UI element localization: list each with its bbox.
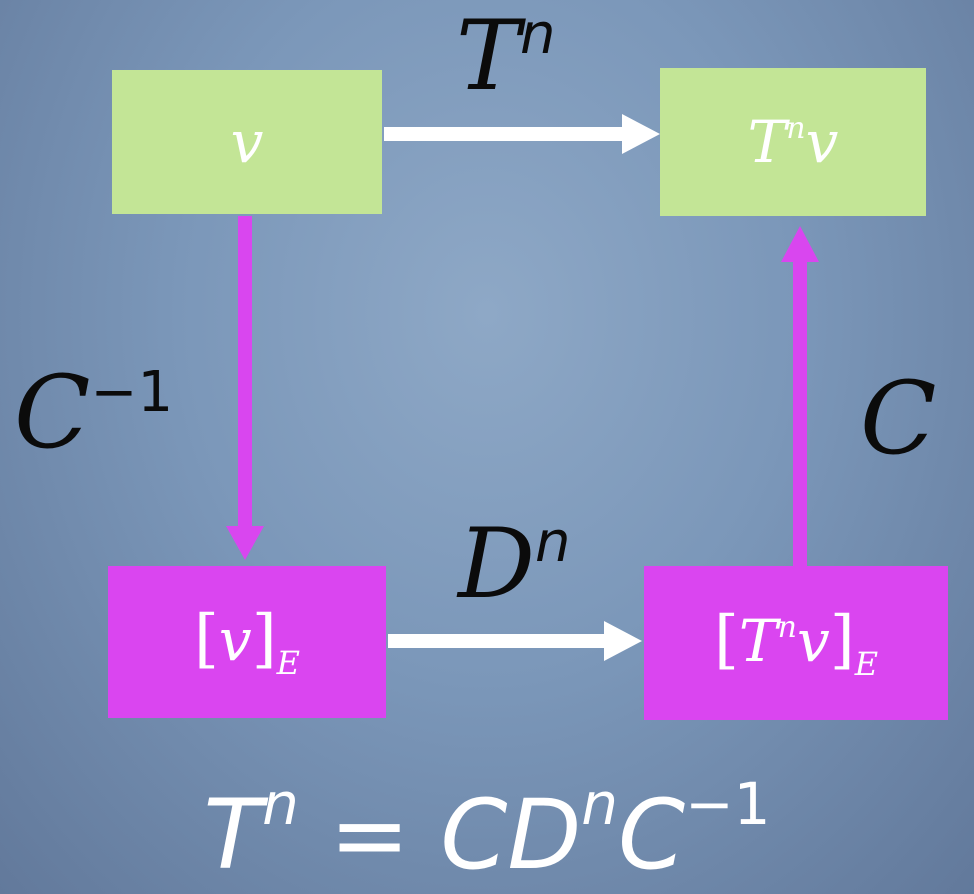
formula-t: T bbox=[203, 779, 263, 891]
node-tn-v-vector: v bbox=[805, 108, 839, 176]
formula-c-inverse-exponent: −1 bbox=[685, 770, 771, 838]
edge-label-right-base: C bbox=[860, 360, 937, 477]
formula-d-exponent: n bbox=[581, 770, 619, 838]
node-tn-v-e-base: T bbox=[738, 607, 778, 675]
node-v-e-subscript: E bbox=[276, 644, 301, 682]
node-tn-v-e-close-bracket: ] bbox=[829, 603, 855, 677]
formula-equals: = bbox=[298, 779, 441, 891]
node-v-e-open-bracket: [ bbox=[193, 602, 219, 676]
node-tn-v-e-subscript: E bbox=[854, 645, 879, 683]
edge-label-top-base: T bbox=[456, 0, 521, 112]
formula: Tn = CDnC−1 bbox=[0, 770, 974, 891]
formula-d: D bbox=[507, 779, 582, 891]
edge-label-bottom-base: D bbox=[458, 508, 535, 620]
node-tn-v-e-label: [Tnv]E bbox=[714, 603, 878, 683]
arrow-bottom-dn bbox=[388, 621, 642, 661]
node-v-e-label: [v]E bbox=[194, 602, 300, 682]
edge-label-bottom: Dn bbox=[458, 508, 570, 620]
formula-c: C bbox=[440, 779, 508, 891]
edge-label-right: C bbox=[860, 360, 937, 477]
node-tn-v-base: T bbox=[747, 108, 787, 176]
edge-label-left-base: C bbox=[14, 354, 91, 471]
arrow-top-tn bbox=[384, 114, 660, 154]
edge-label-top: Tn bbox=[456, 0, 556, 112]
node-v-e: [v]E bbox=[108, 566, 386, 718]
node-tn-v-label: Tnv bbox=[748, 108, 839, 176]
arrow-right-c bbox=[781, 226, 819, 568]
node-v-e-vector: v bbox=[218, 606, 252, 674]
node-v-e-close-bracket: ] bbox=[251, 602, 277, 676]
arrow-left-cinv bbox=[226, 216, 264, 560]
node-v: v bbox=[112, 70, 382, 214]
node-tn-v-e-exponent: n bbox=[777, 610, 797, 645]
edge-label-bottom-exponent: n bbox=[534, 510, 571, 575]
node-tn-v-e: [Tnv]E bbox=[644, 566, 948, 720]
edge-label-left-exponent: −1 bbox=[90, 360, 174, 425]
edge-label-top-exponent: n bbox=[520, 2, 556, 67]
node-tn-v: Tnv bbox=[660, 68, 926, 216]
node-tn-v-e-vector: v bbox=[796, 607, 830, 675]
edge-label-left: C−1 bbox=[14, 354, 173, 471]
node-tn-v-e-open-bracket: [ bbox=[713, 603, 739, 677]
node-tn-v-exponent: n bbox=[786, 111, 806, 146]
node-v-label: v bbox=[230, 108, 264, 176]
formula-c-second: C bbox=[618, 779, 686, 891]
formula-t-exponent: n bbox=[262, 770, 299, 838]
